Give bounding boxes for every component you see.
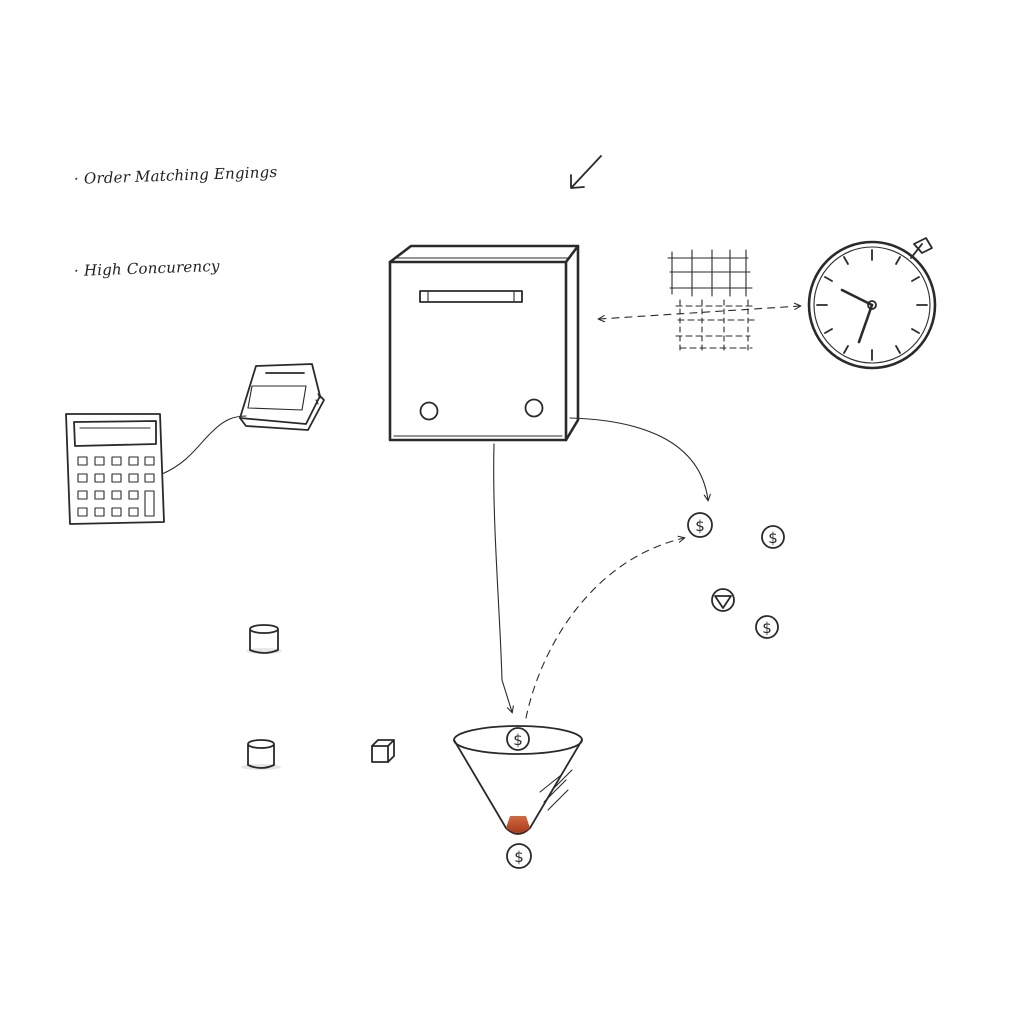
flow-arrow: [493, 443, 512, 712]
cylinder-icon: [241, 739, 281, 770]
coin-icon: $: [761, 525, 785, 549]
coin-symbol: $: [514, 848, 524, 866]
calculator-icon: [65, 413, 165, 525]
coin-icon: $: [506, 843, 532, 869]
funnel-icon: $: [453, 725, 583, 835]
flow-arrow: [525, 538, 684, 719]
flow-arrow: [569, 417, 708, 500]
arrow-icon: [570, 155, 602, 189]
connector-line: [161, 415, 247, 475]
dashed-arrow: [599, 306, 800, 319]
terminal-device-icon: [239, 363, 325, 431]
coin-icon: [711, 588, 735, 612]
stopwatch-icon: [807, 237, 937, 370]
order-grid-icon: [667, 249, 755, 351]
cube-icon: [371, 739, 395, 763]
cylinder-icon: [246, 624, 282, 654]
coin-icon: $: [687, 512, 713, 538]
coin-icon: $: [755, 615, 779, 639]
matching-engine-box-icon: [388, 244, 580, 442]
coin-symbol: $: [768, 529, 778, 547]
coin-symbol: $: [513, 731, 523, 749]
coin-symbol: $: [695, 517, 705, 535]
coin-symbol: $: [762, 619, 772, 637]
